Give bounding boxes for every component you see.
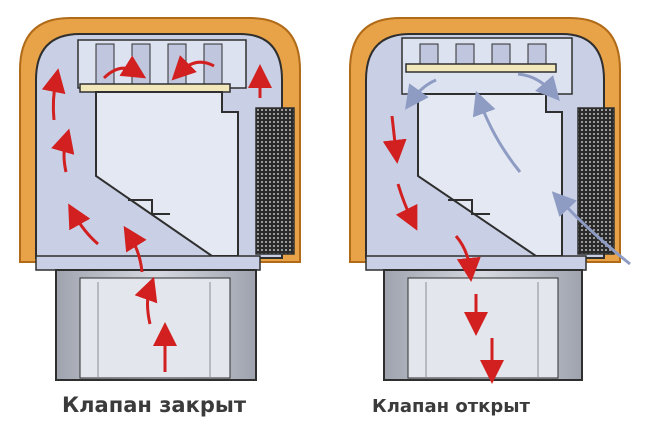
valve-disc <box>79 83 231 93</box>
side-mesh <box>577 107 615 255</box>
airflow-arrows-down <box>382 115 504 384</box>
panel-open <box>349 17 631 384</box>
caption-valve-open: Клапан открыт <box>372 396 530 417</box>
caption-valve-closed: Клапан закрыт <box>62 393 247 417</box>
side-mesh <box>255 107 295 255</box>
incoming-air-arrows <box>405 72 631 266</box>
valve-disc <box>405 63 557 73</box>
airflow-arrows-up <box>41 55 272 372</box>
inner-column <box>95 91 239 257</box>
panel-closed <box>19 17 301 381</box>
